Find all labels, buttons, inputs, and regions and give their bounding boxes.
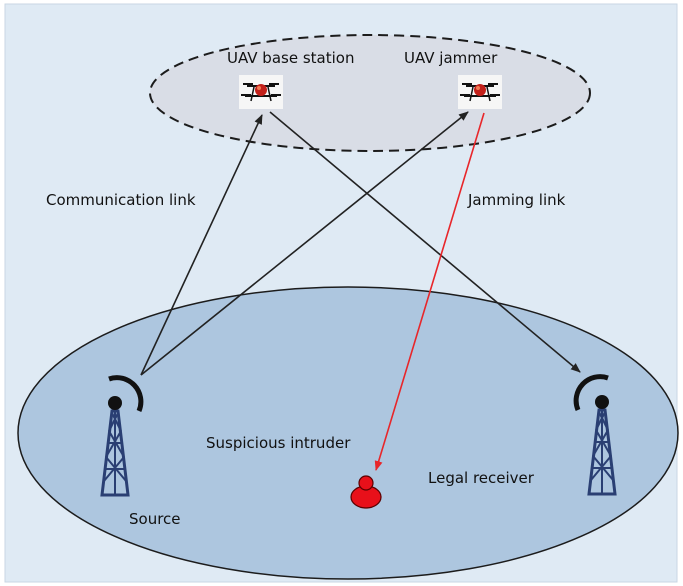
communication-link-arrow-base-to-receiver [269, 111, 581, 373]
uav-base-station-drone-icon [238, 74, 284, 110]
source-tower-icon [100, 375, 144, 497]
uav-region-ellipse [149, 34, 591, 152]
uav-jammer-drone-icon [457, 74, 503, 110]
uav-jammer-label: UAV jammer [404, 49, 498, 67]
intruder-person-icon [350, 475, 382, 509]
jamming-link-arrow [374, 112, 485, 471]
communication-link-arrow-source-to-jammer [140, 111, 469, 376]
legal-receiver-tower-icon [573, 374, 617, 496]
communication-link-label: Communication link [46, 191, 196, 209]
communication-link-arrow-source-to-base [140, 114, 263, 376]
legal-receiver-label: Legal receiver [428, 469, 535, 487]
ground-region-ellipse [17, 286, 679, 580]
source-label: Source [129, 510, 181, 528]
jamming-link-label: Jamming link [467, 191, 566, 209]
uav-base-station-label: UAV base station [227, 49, 354, 67]
suspicious-intruder-label: Suspicious intruder [206, 434, 351, 452]
